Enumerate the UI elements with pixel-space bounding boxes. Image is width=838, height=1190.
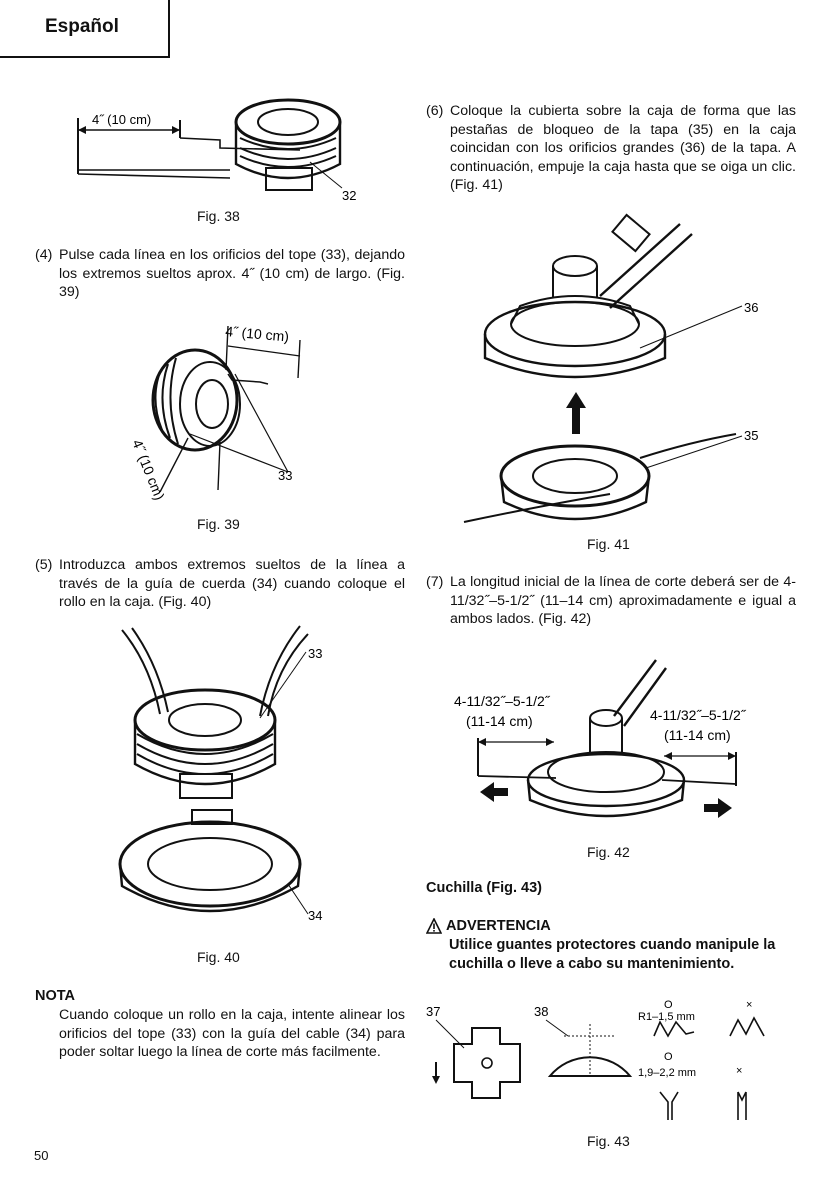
fig43-wrong-mark-top: × <box>746 999 752 1011</box>
fig39-callout-33: 33 <box>278 468 292 483</box>
fig40-caption: Fig. 40 <box>197 949 240 965</box>
page-number: 50 <box>34 1148 49 1163</box>
step-4: (4) Pulse cada línea en los orificios de… <box>35 246 405 302</box>
fig38-illustration: 4˝ (10 cm) 32 <box>77 98 356 203</box>
fig41-callout-36: 36 <box>744 300 758 315</box>
step-5: (5) Introduzca ambos extremos sueltos de… <box>35 556 405 612</box>
fig43-callout-38: 38 <box>534 1004 548 1019</box>
fig41-callout-35: 35 <box>744 428 758 443</box>
fig40-callout-34: 34 <box>308 908 322 923</box>
fig39-caption: Fig. 39 <box>197 516 240 532</box>
step-5-number: (5) <box>35 557 53 573</box>
fig42-left-cm: (11-14 cm) <box>466 713 533 729</box>
fig40-illustration: 33 34 <box>118 625 322 923</box>
fig43-wrong-mark-bottom: × <box>736 1065 742 1077</box>
language-tab-label: Español <box>45 16 119 37</box>
step-6-number: (6) <box>426 103 444 119</box>
fig42-left-length: 4-11/32˝–5-1/2˝ <box>454 693 551 709</box>
language-tab: Español <box>0 0 170 58</box>
fig42-right-length: 4-11/32˝–5-1/2˝ <box>650 707 747 723</box>
fig42-right-cm: (11-14 cm) <box>664 727 731 743</box>
fig41-caption: Fig. 41 <box>587 536 630 552</box>
step-7-number: (7) <box>426 574 444 590</box>
fig43-correct-mark-bottom: O <box>664 1051 673 1063</box>
fig43-illustration: 37 38 O R1–1,5 mm × O 1,9–2,2 mm × <box>426 999 765 1120</box>
fig43-callout-37: 37 <box>426 1004 440 1019</box>
note-title: NOTA <box>35 988 76 1004</box>
warning-title: ADVERTENCIA <box>446 918 551 934</box>
fig38-caption: Fig. 38 <box>197 208 240 224</box>
fig43-width-label: 1,9–2,2 mm <box>638 1067 696 1079</box>
step-4-text: Pulse cada línea en los orificios del to… <box>59 247 405 300</box>
fig43-caption: Fig. 43 <box>587 1133 630 1149</box>
fig43-radius-label: R1–1,5 mm <box>638 1011 695 1023</box>
step-5-text: Introduzca ambos extremos sueltos de la … <box>59 557 405 610</box>
note-text: Cuando coloque un rollo en la caja, inte… <box>59 1007 405 1060</box>
fig42-caption: Fig. 42 <box>587 844 630 860</box>
fig39-illustration: 4˝ (10 cm) 33 4˝ (10 cm) <box>129 323 301 502</box>
step-6: (6) Coloque la cubierta sobre la caja de… <box>426 102 796 195</box>
fig38-callout-32: 32 <box>342 188 356 203</box>
fig38-length-label: 4˝ (10 cm) <box>92 112 151 127</box>
warning-triangle-icon <box>426 918 442 934</box>
fig40-callout-33: 33 <box>308 646 322 661</box>
fig39-length-label-top: 4˝ (10 cm) <box>225 323 290 344</box>
fig41-illustration: 36 35 <box>463 213 758 523</box>
step-6-text: Coloque la cubierta sobre la caja de for… <box>450 103 796 193</box>
blade-heading: Cuchilla (Fig. 43) <box>426 880 543 896</box>
fig39-length-label-side: 4˝ (10 cm) <box>129 437 168 502</box>
step-7-text: La longitud inicial de la línea de corte… <box>450 574 796 627</box>
step-7: (7) La longitud inicial de la línea de c… <box>426 573 796 629</box>
warning-text: Utilice guantes protectores cuando manip… <box>449 937 776 972</box>
step-4-number: (4) <box>35 247 53 263</box>
fig43-correct-mark-top: O <box>664 999 673 1011</box>
fig42-illustration: 4-11/32˝–5-1/2˝ (11-14 cm) 4-11/32˝–5-1/… <box>454 659 747 818</box>
